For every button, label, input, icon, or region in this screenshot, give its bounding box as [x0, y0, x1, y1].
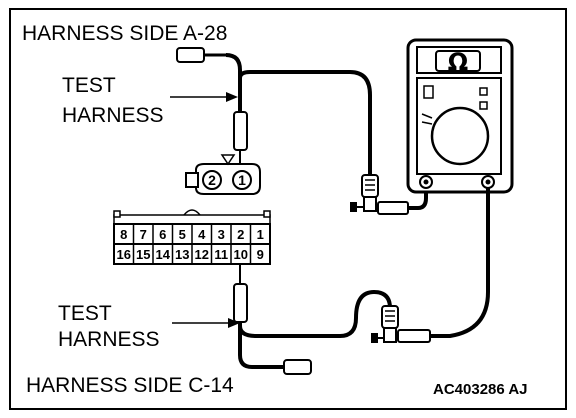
connector-c14-pin: 2 — [237, 227, 244, 242]
connector-c14-pin: 7 — [140, 227, 147, 242]
ohmmeter-icon: Ω — [406, 38, 514, 194]
test-probe-icon — [350, 174, 428, 215]
pointer-arrow-icon — [170, 92, 238, 102]
pointer-arrow-icon — [172, 318, 240, 328]
harness-side-a28-title: HARNESS SIDE A-28 — [22, 22, 227, 45]
connector-c14-pin: 12 — [195, 247, 209, 262]
connector-c14-row2: 16 15 14 13 12 11 10 9 — [117, 247, 264, 262]
test-harness-top-label-line2: HARNESS — [62, 104, 164, 127]
connector-c14-pin: 9 — [257, 247, 264, 262]
connector-c14-pin: 11 — [214, 247, 228, 262]
connector-c14-pin: 8 — [120, 227, 127, 242]
connector-c14-pin: 1 — [257, 227, 264, 242]
harness-side-c14-title: HARNESS SIDE C-14 — [26, 374, 234, 397]
connector-c14-pin: 13 — [175, 247, 189, 262]
connector-a28: 2 1 — [185, 154, 261, 195]
connector-c14-pin: 5 — [179, 227, 186, 242]
test-harness-top-label-line1: TEST — [62, 74, 116, 97]
test-harness-bottom-label-line1: TEST — [58, 302, 112, 325]
connector-c14-row1: 8 7 6 5 4 3 2 1 — [120, 227, 264, 242]
connector-c14: 8 7 6 5 4 3 2 1 16 15 14 13 12 11 10 9 — [113, 209, 271, 265]
test-harness-top — [176, 47, 372, 175]
test-probe-icon — [371, 305, 431, 343]
figure-code: AC403286 AJ — [433, 381, 528, 398]
connector-c14-pin: 6 — [159, 227, 166, 242]
test-harness-bottom — [233, 264, 392, 375]
connector-c14-pin: 10 — [234, 247, 248, 262]
test-harness-bottom-label-line2: HARNESS — [58, 328, 160, 351]
connector-c14-pin: 4 — [198, 227, 206, 242]
diagram-frame — [9, 8, 567, 410]
connector-c14-pin: 15 — [136, 247, 150, 262]
connector-c14-pin: 16 — [117, 247, 131, 262]
connector-a28-pin-2: 2 — [208, 172, 216, 188]
connector-c14-pin: 3 — [218, 227, 225, 242]
connector-a28-pin-1: 1 — [238, 172, 246, 188]
connector-c14-pin: 14 — [156, 247, 171, 262]
ohm-symbol: Ω — [448, 48, 468, 76]
